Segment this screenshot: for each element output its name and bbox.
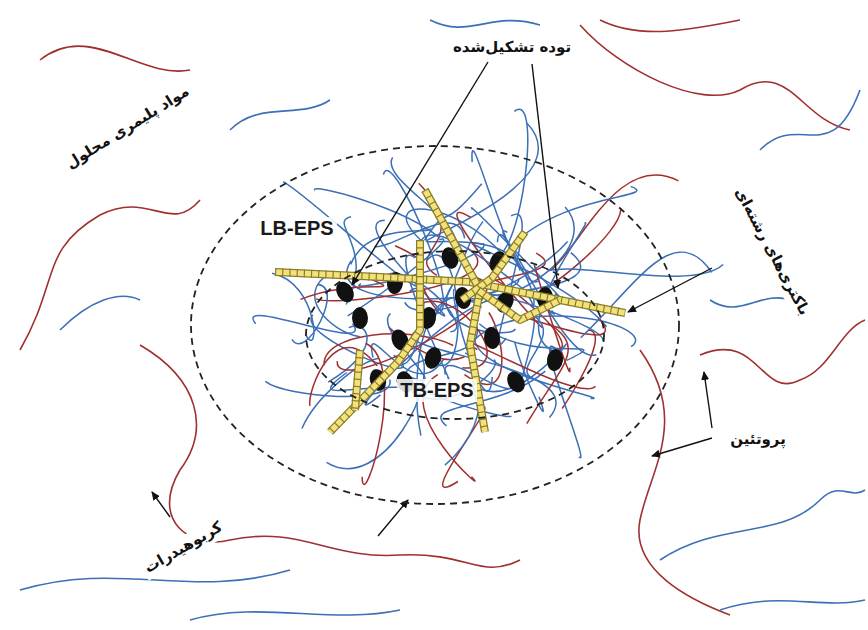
filament <box>330 240 420 432</box>
bacterium-cell <box>546 348 565 372</box>
leader-lines <box>152 62 712 536</box>
polymer-strand <box>539 223 586 351</box>
polymer-strand <box>548 265 723 277</box>
carbohydrate-label: کربوهیدرات <box>138 515 229 580</box>
filament <box>478 290 560 320</box>
eps-layer: TB-EPS <box>305 250 605 420</box>
filament <box>478 290 560 320</box>
protein-label: پروتئین <box>727 429 789 451</box>
filament <box>330 240 420 432</box>
layer-label: LB-EPS <box>257 217 336 240</box>
polymer-strand <box>581 252 712 338</box>
free-polymers <box>20 20 865 620</box>
bacterium-cell <box>483 326 501 350</box>
filament <box>355 350 360 410</box>
polymer-strand <box>292 285 327 344</box>
floc-label: توده تشکیل‌شده <box>450 37 574 59</box>
filament-label: باکتری‌های رشته‌ای <box>728 182 816 322</box>
eps-layer: LB-EPS TB-EPS <box>190 145 680 505</box>
filament <box>462 232 525 300</box>
bacterium-cell <box>352 307 369 330</box>
bacterium-cell <box>504 369 529 396</box>
soluble-polymers-label: مواد پلیمری محلول <box>60 80 197 176</box>
filament <box>330 240 420 432</box>
layer-label: TB-EPS <box>397 379 476 402</box>
filament <box>462 232 525 300</box>
polymer-strand <box>502 109 527 252</box>
bacterium-cell <box>422 345 444 371</box>
filament <box>355 350 360 410</box>
filament <box>478 290 560 320</box>
filament <box>462 232 525 300</box>
polymer-strand <box>468 342 595 389</box>
polymer-strand <box>272 273 314 340</box>
polymer-strand <box>253 315 355 333</box>
filament <box>355 350 360 410</box>
polymer-strand <box>406 255 451 383</box>
dashed-ellipse <box>190 145 680 505</box>
polymer-strand <box>527 323 568 424</box>
